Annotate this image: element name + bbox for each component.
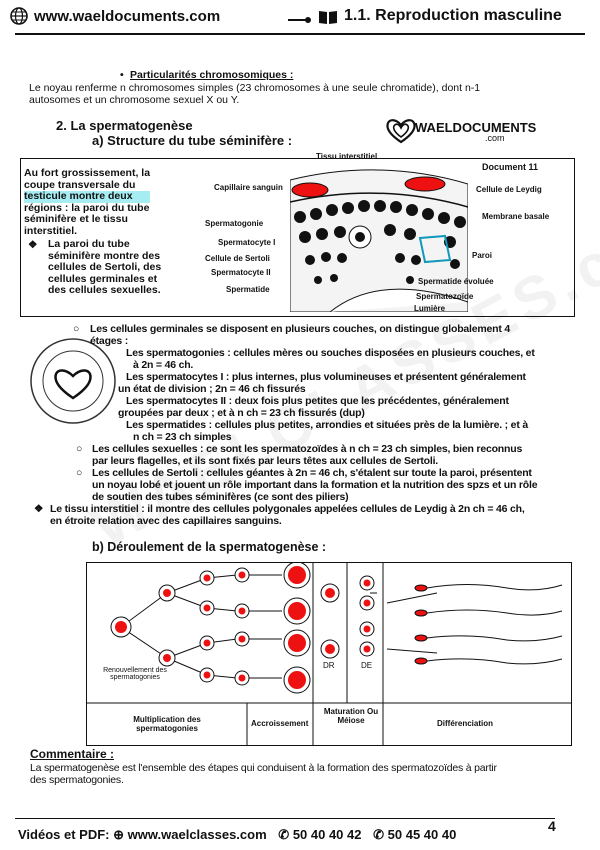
label-spermatocyte2: Spermatocyte II: [211, 268, 271, 277]
tissu-2: en étroite relation avec des capillaires…: [50, 515, 282, 527]
flow-cells: [87, 563, 571, 745]
chromo-text-1: Le noyau renferme n chromosomes simples …: [29, 82, 481, 94]
chromo-title: Particularités chromosomiques :: [130, 69, 294, 81]
intro-line: coupe transversale du: [24, 178, 136, 191]
sertoli-1: Les cellules de Sertoli : cellules géant…: [92, 467, 532, 479]
footer-rule: [15, 818, 555, 819]
sexuelles-1: Les cellules sexuelles : ce sont les spe…: [92, 443, 523, 455]
footer-label: Vidéos et PDF:: [18, 827, 110, 842]
stage-accroissement: Accroissement: [251, 719, 309, 728]
seminiferous-tube-diagram: [290, 169, 468, 312]
book-icon: [319, 11, 337, 24]
commentaire-line-1: La spermatogenèse est l'ensemble des éta…: [30, 762, 497, 774]
footer-phone-2: 50 45 40 40: [387, 827, 457, 842]
label-tissu: Tissu interstitiel: [316, 152, 378, 161]
header-rule: [15, 33, 585, 35]
globe-icon: [10, 7, 28, 25]
label-spermatogonie: Spermatogonie: [205, 219, 264, 228]
bullet-circle: ○: [76, 443, 83, 455]
commentaire-title: Commentaire :: [30, 747, 115, 761]
intro-line: régions : la paroi du tube: [24, 201, 150, 214]
subsection-a-title: a) Structure du tube séminifère :: [92, 133, 293, 148]
intro-line: interstitiel.: [24, 224, 78, 237]
document-11-frame: [20, 158, 575, 317]
label-lumiere: Lumière: [414, 304, 446, 313]
tissu-1: Le tissu interstitiel : il montre des ce…: [50, 503, 525, 515]
stage-multiplication: Multiplication des spermatogonies: [133, 715, 201, 733]
label-spermatide: Spermatide: [226, 285, 270, 294]
spermatocytes1-a: Les spermatocytes I : plus internes, plu…: [126, 371, 526, 383]
chapter-title: 1.1. Reproduction masculine: [344, 7, 562, 24]
phone-icon: ✆: [278, 827, 290, 842]
label-spermatocyte1: Spermatocyte I: [218, 238, 276, 247]
spermatogenesis-flow-diagram: Renouvellement des spermatogonies DR DE …: [86, 562, 572, 746]
header-dot: [305, 17, 311, 23]
footer-site: www.waelclasses.com: [127, 827, 267, 842]
bullet: •: [120, 69, 124, 81]
doc-paroi: La paroi du tube séminifère montre des c…: [48, 238, 162, 297]
section-b-title: b) Déroulement de la spermatogenèse :: [92, 540, 327, 554]
sertoli-2: un noyau lobé et jouent un rôle importan…: [92, 479, 538, 491]
label-evoluee: Spermatide évoluée: [418, 277, 494, 286]
paroi-line: cellules de Sertoli, des: [48, 261, 162, 273]
paroi-line: des cellules sexuelles.: [48, 284, 161, 296]
paroi-line: cellules germinales et: [48, 272, 158, 285]
sexuelles-2: par leurs flagelles, et ils sont fixés p…: [92, 455, 439, 467]
spermatocytes2-b: groupées par deux ; et à n ch = 23 ch fi…: [118, 407, 365, 419]
label-paroi: Paroi: [472, 251, 493, 260]
bullet-circle: ○: [76, 467, 83, 479]
paroi-line: La paroi du tube: [48, 238, 130, 250]
diamond-icon: ❖: [28, 239, 38, 251]
germinales-line-2: étages :: [90, 335, 129, 347]
spermatides-2: n ch = 23 ch simples: [133, 431, 232, 443]
spermatides-1: Les spermatides : cellules plus petites,…: [126, 419, 528, 431]
footer-phone-1: 50 40 40 42: [292, 827, 362, 842]
paroi-line: séminifère montre des: [48, 249, 161, 262]
sertoli-3: de soutien des tubes séminifères (ce son…: [92, 491, 349, 503]
logo-sub: .com: [485, 133, 505, 143]
heart-logo-icon: [386, 119, 416, 144]
intro-line: testicule montre deux: [24, 190, 151, 203]
chromo-text-2: autosomes et un chromosome sexuel X ou Y…: [29, 94, 240, 106]
phone-icon: ✆: [373, 827, 385, 842]
spermatocytes2-a: Les spermatocytes II : deux fois plus pe…: [126, 395, 509, 407]
label-membrane: Membrane basale: [482, 212, 550, 221]
header-site: www.waeldocuments.com: [34, 8, 221, 25]
label-dr: DR: [323, 661, 335, 670]
spermatogonies-2: à 2n = 46 ch.: [133, 359, 194, 371]
label-de: DE: [361, 661, 373, 670]
header-divider: [288, 19, 306, 21]
section-title: 2. La spermatogenèse: [56, 118, 193, 133]
intro-line: Au fort grossissement, la: [24, 167, 151, 179]
page-footer: Vidéos et PDF: ⊕ www.waelclasses.com ✆ 5…: [18, 827, 456, 843]
bullet-circle: ○: [73, 323, 80, 335]
document-11-title: Document 11: [482, 162, 539, 172]
label-capillaire: Capillaire sanguin: [214, 183, 283, 192]
spermatogonies-1: Les spermatogonies : cellules mères ou s…: [126, 347, 535, 359]
doc-intro: Au fort grossissement, la coupe transver…: [24, 167, 151, 237]
stage-differenciation: Différenciation: [437, 719, 494, 728]
logo-text: WAELDOCUMENTS: [415, 120, 537, 135]
label-sertoli: Cellule de Sertoli: [205, 254, 270, 263]
page-number: 4: [548, 818, 556, 834]
waelclasses-stamp: [30, 338, 116, 424]
commentaire-line-2: des spermatogonies.: [30, 774, 124, 786]
label-leydig: Cellule de Leydig: [476, 185, 542, 194]
spermatocytes1-b: un état de division ; 2n = 46 ch fissuré…: [118, 383, 306, 395]
diamond-icon: ❖: [34, 503, 44, 515]
stage-maturation: Maturation Ou Méiose: [323, 707, 379, 725]
globe-icon: ⊕: [113, 827, 125, 842]
intro-line: séminifère et le tissu: [24, 213, 128, 225]
germinales-line-1: Les cellules germinales se disposent en …: [90, 323, 511, 335]
waeldocuments-logo: WAELDOCUMENTS .com: [385, 118, 536, 149]
page-header: www.waeldocuments.com 1.1. Reproduction …: [0, 0, 600, 34]
label-renouvellement: Renouvellement des spermatogonies: [103, 667, 167, 681]
label-spermatozoide: Spermatozoïde: [416, 292, 474, 301]
